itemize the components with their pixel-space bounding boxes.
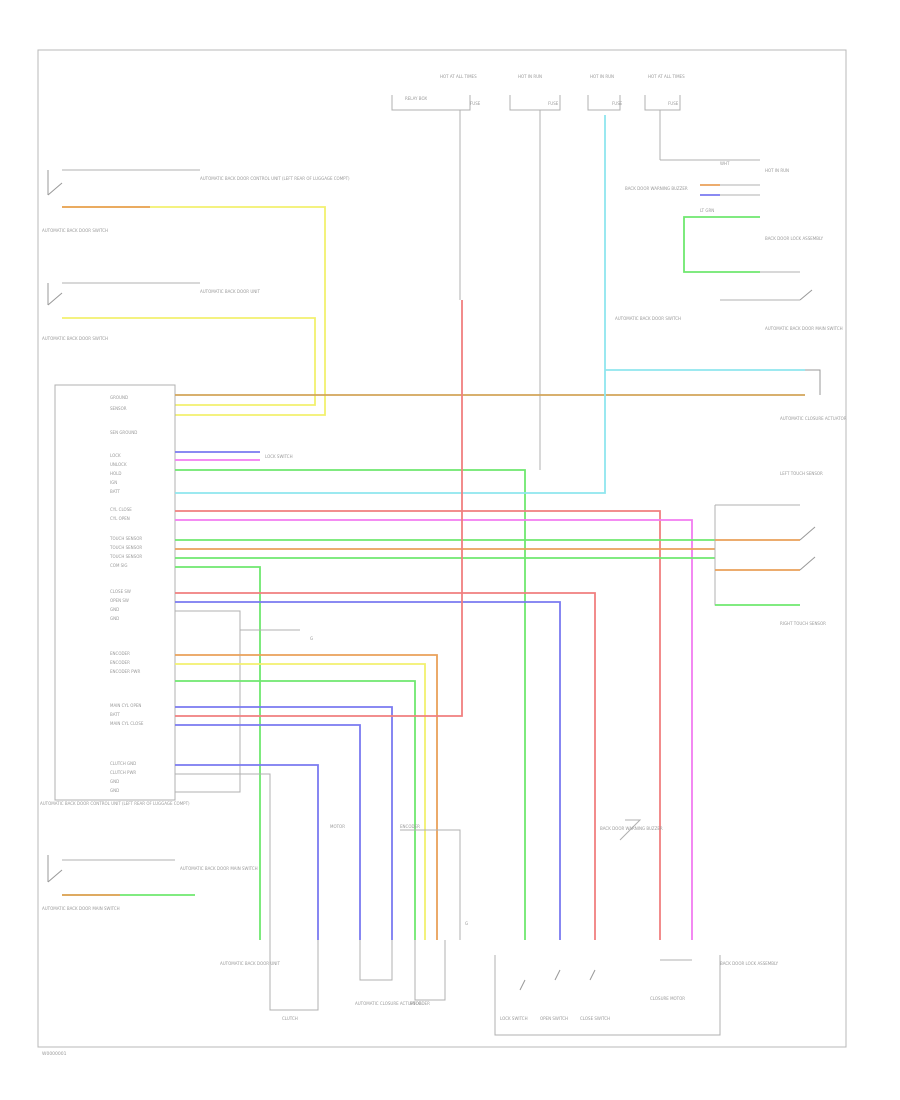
bottom-components: CLUTCH AUTOMATIC BACK DOOR UNIT AUTOMATI…: [220, 819, 779, 1036]
svg-text:AUTOMATIC CLOSURE ACTUATOR: AUTOMATIC CLOSURE ACTUATOR: [780, 416, 847, 421]
wire-green-hold: [175, 469, 526, 940]
wire-pink-close-sw: [175, 592, 596, 940]
svg-text:LOCK SWITCH: LOCK SWITCH: [500, 1016, 528, 1021]
svg-text:LEFT TOUCH SENSOR: LEFT TOUCH SENSOR: [780, 471, 823, 476]
svg-text:HOT AT ALL TIMES: HOT AT ALL TIMES: [648, 74, 685, 79]
left-switch-2: AUTOMATIC BACK DOOR UNIT AUTOMATIC BACK …: [42, 282, 260, 341]
svg-text:CLOSE SWITCH: CLOSE SWITCH: [580, 1016, 610, 1021]
power-feed-area: HOT AT ALL TIMES HOT IN RUN HOT IN RUN H…: [391, 74, 760, 470]
svg-text:GND: GND: [110, 788, 119, 793]
footer-code: W0000001: [42, 1051, 67, 1057]
svg-text:ENCODER: ENCODER: [410, 1001, 430, 1006]
wire-pink-cyl-open: [175, 519, 693, 940]
svg-text:SENSOR: SENSOR: [110, 406, 127, 411]
svg-text:GROUND: GROUND: [110, 395, 128, 400]
svg-text:OPEN SWITCH: OPEN SWITCH: [540, 1016, 568, 1021]
wire-yellow-2: [62, 317, 316, 406]
wire-yellow-1: [62, 206, 326, 416]
wire-blue-clutch-gnd: [175, 764, 319, 940]
wire-red-batt: [175, 300, 463, 717]
svg-text:AUTOMATIC CLOSURE ACTUATOR: AUTOMATIC CLOSURE ACTUATOR: [355, 1001, 422, 1006]
svg-text:FUSE: FUSE: [612, 101, 623, 106]
svg-text:LOCK: LOCK: [110, 453, 121, 458]
svg-text:CLOSURE MOTOR: CLOSURE MOTOR: [650, 996, 685, 1001]
svg-text:AUTOMATIC BACK DOOR MAIN SWITC: AUTOMATIC BACK DOOR MAIN SWITCH: [42, 906, 120, 911]
svg-text:BACK DOOR WARNING BUZZER: BACK DOOR WARNING BUZZER: [625, 186, 688, 191]
wire-blue-main-cyl-close: [175, 724, 361, 940]
svg-text:HOLD: HOLD: [110, 471, 121, 476]
diagram-border: [37, 49, 847, 1048]
svg-text:RELAY BOX: RELAY BOX: [405, 96, 427, 101]
left-switch-3: AUTOMATIC BACK DOOR MAIN SWITCH AUTOMATI…: [42, 855, 258, 911]
svg-text:ENCODER: ENCODER: [110, 651, 130, 656]
svg-text:BACK DOOR LOCK ASSEMBLY: BACK DOOR LOCK ASSEMBLY: [765, 236, 824, 241]
wire-green-enc-pwr: [175, 680, 416, 940]
svg-text:ENCODER: ENCODER: [110, 660, 130, 665]
wire-red-cyl-close: [175, 510, 661, 940]
svg-text:AUTOMATIC BACK DOOR MAIN SWITC: AUTOMATIC BACK DOOR MAIN SWITCH: [765, 326, 843, 331]
control-unit-label: AUTOMATIC BACK DOOR CONTROL UNIT (LEFT R…: [40, 801, 190, 806]
svg-text:MAIN CYL CLOSE: MAIN CYL CLOSE: [110, 721, 144, 726]
svg-text:CLUTCH: CLUTCH: [282, 1016, 298, 1021]
svg-text:CYL OPEN: CYL OPEN: [110, 516, 130, 521]
svg-text:GND: GND: [110, 779, 119, 784]
svg-text:AUTOMATIC BACK DOOR UNIT: AUTOMATIC BACK DOOR UNIT: [200, 289, 260, 294]
wire-orange-enc: [175, 654, 438, 940]
svg-text:AUTOMATIC BACK DOOR SWITCH: AUTOMATIC BACK DOOR SWITCH: [42, 336, 108, 341]
svg-text:HOT IN RUN: HOT IN RUN: [590, 74, 614, 79]
svg-text:CLUTCH GND: CLUTCH GND: [110, 761, 136, 766]
svg-text:HOT AT ALL TIMES: HOT AT ALL TIMES: [440, 74, 477, 79]
wire-gray-gnd: [175, 610, 241, 793]
svg-text:BATT: BATT: [110, 489, 121, 494]
svg-text:CLUTCH PWR: CLUTCH PWR: [110, 770, 136, 775]
pin-labels: GROUND SENSOR SEN GROUND LOCK UNLOCK HOL…: [109, 395, 144, 793]
svg-text:HOT IN RUN: HOT IN RUN: [518, 74, 542, 79]
wire-cyan-batt: [175, 115, 606, 494]
svg-text:FUSE: FUSE: [470, 101, 481, 106]
left-switch-1: AUTOMATIC BACK DOOR CONTROL UNIT (LEFT R…: [42, 169, 350, 233]
svg-text:BACK DOOR LOCK ASSEMBLY: BACK DOOR LOCK ASSEMBLY: [720, 961, 779, 966]
wire-blue-main-cyl-open: [175, 706, 393, 940]
wire-blue-open-sw: [175, 601, 561, 940]
top-right-components: HOT IN RUN BACK DOOR WARNING BUZZER LT G…: [615, 168, 843, 331]
wire-yellow-enc: [175, 663, 426, 940]
svg-text:G: G: [310, 636, 313, 641]
svg-text:BATT: BATT: [110, 712, 121, 717]
svg-text:AUTOMATIC BACK DOOR UNIT: AUTOMATIC BACK DOOR UNIT: [220, 961, 280, 966]
svg-text:MOTOR: MOTOR: [330, 824, 345, 829]
svg-text:AUTOMATIC BACK DOOR SWITCH: AUTOMATIC BACK DOOR SWITCH: [615, 316, 681, 321]
svg-text:CYL CLOSE: CYL CLOSE: [110, 507, 132, 512]
svg-text:LT GRN: LT GRN: [700, 208, 714, 213]
wire-green-comsig: [175, 566, 261, 940]
svg-text:TOUCH SENSOR: TOUCH SENSOR: [109, 545, 142, 550]
svg-text:ENCODER: ENCODER: [400, 824, 420, 829]
svg-text:HOT IN RUN: HOT IN RUN: [765, 168, 789, 173]
svg-text:GND: GND: [110, 616, 119, 621]
svg-text:RIGHT TOUCH SENSOR: RIGHT TOUCH SENSOR: [780, 621, 826, 626]
svg-text:UNLOCK: UNLOCK: [110, 462, 127, 467]
svg-text:COM SIG: COM SIG: [110, 563, 127, 568]
right-touch-sensors: LEFT TOUCH SENSOR RIGHT TOUCH SENSOR AUT…: [714, 369, 847, 626]
svg-text:LOCK SWITCH: LOCK SWITCH: [265, 454, 293, 459]
svg-text:IGN: IGN: [110, 480, 117, 485]
svg-text:GND: GND: [110, 607, 119, 612]
svg-text:AUTOMATIC BACK DOOR MAIN SWITC: AUTOMATIC BACK DOOR MAIN SWITCH: [180, 866, 258, 871]
svg-text:G: G: [465, 921, 468, 926]
svg-text:CLOSE SW: CLOSE SW: [110, 589, 131, 594]
svg-text:TOUCH SENSOR: TOUCH SENSOR: [109, 554, 142, 559]
svg-text:WHT: WHT: [720, 161, 730, 166]
svg-text:MAIN CYL OPEN: MAIN CYL OPEN: [110, 703, 141, 708]
svg-text:FUSE: FUSE: [548, 101, 559, 106]
svg-text:ENCODER PWR: ENCODER PWR: [110, 669, 140, 674]
svg-text:OPEN SW: OPEN SW: [110, 598, 129, 603]
svg-text:TOUCH SENSOR: TOUCH SENSOR: [109, 536, 142, 541]
svg-text:FUSE: FUSE: [668, 101, 679, 106]
svg-text:SEN GROUND: SEN GROUND: [110, 430, 137, 435]
svg-text:AUTOMATIC BACK DOOR SWITCH: AUTOMATIC BACK DOOR SWITCH: [42, 228, 108, 233]
svg-text:AUTOMATIC BACK DOOR CONTROL UN: AUTOMATIC BACK DOOR CONTROL UNIT (LEFT R…: [200, 176, 350, 181]
svg-text:BACK DOOR WARNING BUZZER: BACK DOOR WARNING BUZZER: [600, 826, 663, 831]
wire-gray-clutch: [175, 773, 271, 940]
